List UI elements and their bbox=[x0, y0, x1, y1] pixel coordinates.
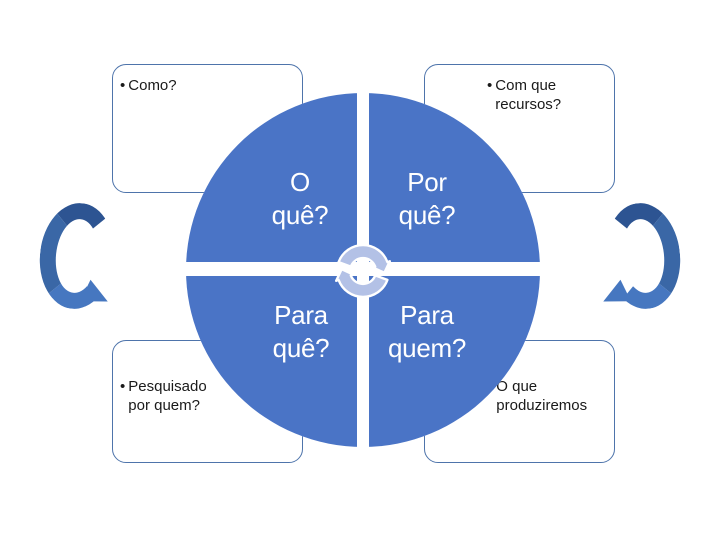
corner-note-text: Como? bbox=[128, 77, 177, 94]
cycle-arrows-icon bbox=[335, 243, 391, 299]
quadrant-circle: O quê? Por quê? Para quê? Para quem? bbox=[186, 93, 540, 447]
quadrant-label-line: Para bbox=[274, 300, 328, 330]
quadrant-label-por-que: Por quê? bbox=[367, 166, 487, 232]
quadrant-por-que bbox=[369, 93, 540, 262]
quadrant-label-para-quem: Para quem? bbox=[367, 299, 487, 365]
quadrant-label-line: quem? bbox=[388, 333, 466, 363]
bullet-glyph: • bbox=[120, 378, 126, 395]
quadrant-label-line: Para bbox=[400, 300, 454, 330]
quadrant-label-line: quê? bbox=[398, 200, 456, 230]
quadrant-para-que bbox=[186, 276, 357, 447]
bullet-glyph: • bbox=[487, 77, 493, 94]
quadrant-label-line: quê? bbox=[271, 200, 329, 230]
corner-note: •Como? bbox=[113, 65, 302, 95]
quadrant-para-quem bbox=[369, 276, 540, 447]
quadrant-label-para-que: Para quê? bbox=[241, 299, 361, 365]
quadrant-label-line: quê? bbox=[272, 333, 330, 363]
quadrant-o-que bbox=[186, 93, 357, 262]
quadrant-label-o-que: O quê? bbox=[240, 166, 360, 232]
quadrant-label-line: Por bbox=[407, 167, 447, 197]
quadrant-label-line: O bbox=[290, 167, 310, 197]
bullet-glyph: • bbox=[120, 77, 126, 94]
